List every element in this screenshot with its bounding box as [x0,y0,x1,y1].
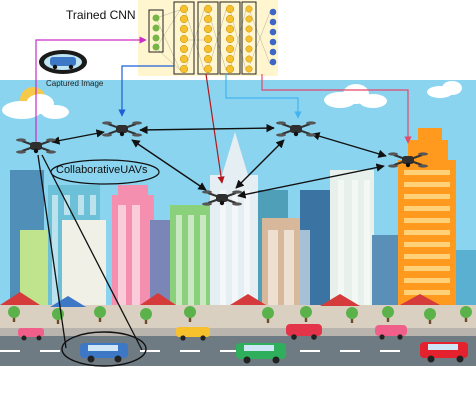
cnn-title: Trained CNN [66,8,136,22]
camera-view-lines [37,154,143,351]
orange-tower-windows [404,170,450,295]
car-blue-target [80,343,128,363]
car-red [286,324,322,340]
collaborative-uavs-label: CollaborativeUAVs [56,164,148,176]
cnn-network [138,0,278,76]
arrow-pink-uav4 [261,74,412,144]
arrow-magenta-input [35,36,147,145]
houses [0,292,476,330]
cloud [2,94,69,119]
arrow-cyan-uav3 [225,74,302,119]
cloud [427,81,462,98]
car-pink [18,328,44,341]
bottom-margin [0,367,476,402]
car-green [236,343,286,364]
car-pink-right [375,325,407,340]
arrow-blue-uav2 [118,65,174,117]
uav-collaboration-links [51,123,387,199]
captured-image-thumbnail [39,50,87,74]
car-red-right [420,342,468,363]
cloud [324,84,387,108]
car-yellow [176,327,210,341]
target-car-highlight [61,331,147,367]
captured-image-label: Captured Image [46,79,104,88]
sidewalk [0,328,476,336]
